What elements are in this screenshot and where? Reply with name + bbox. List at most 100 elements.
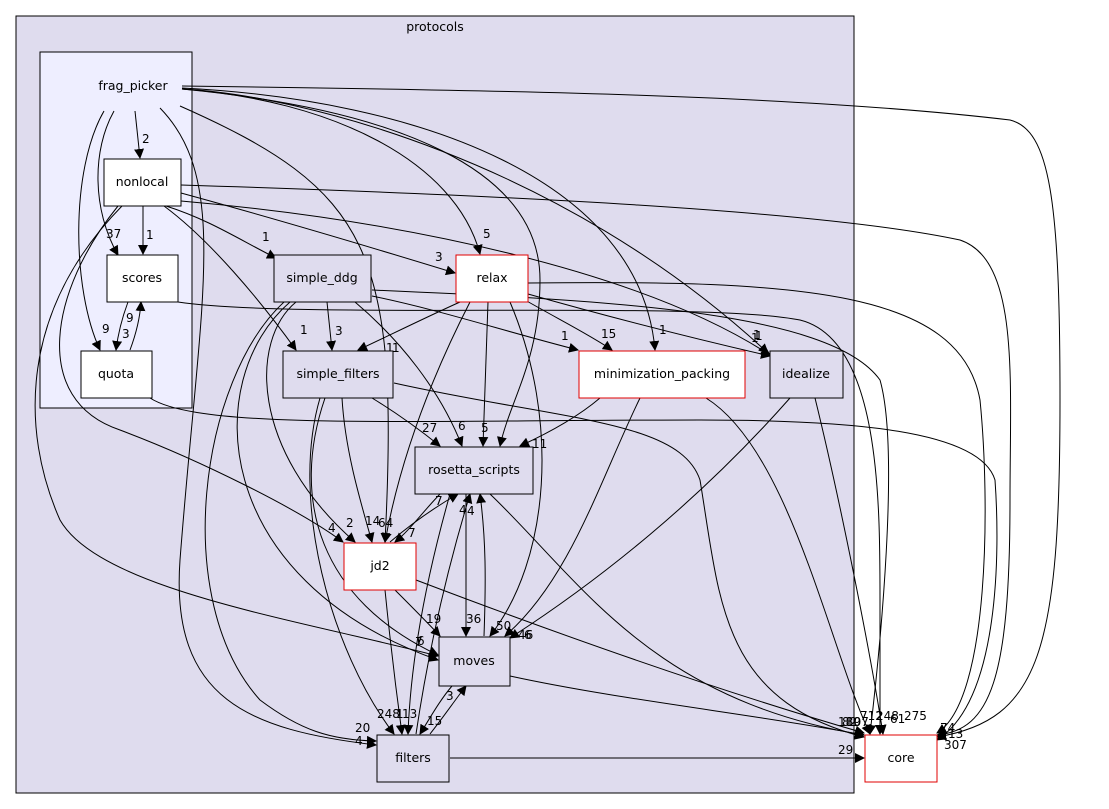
node-minimization-packing-label: minimization_packing <box>594 366 730 381</box>
node-core-box <box>864 734 938 783</box>
node-frag-picker-label: frag_picker <box>98 78 168 93</box>
edge-scores-core <box>177 301 885 735</box>
node-core[interactable]: core <box>864 734 938 783</box>
edge-relax-minpack <box>524 299 613 351</box>
edge-label: 4 <box>355 734 363 748</box>
edge-label: 7 <box>435 494 443 508</box>
edge-label: 1 <box>753 328 761 342</box>
edge-label: 15 <box>427 714 442 728</box>
node-scores-box <box>106 254 179 303</box>
edge-jd2-moves <box>394 589 441 637</box>
node-jd2-box <box>343 542 417 591</box>
edge-labels: 2 37 9 5 1 1 13 1 1 3 1 1 4 74 3 9 3 1 6… <box>102 132 967 757</box>
edge-label: 50 <box>496 619 511 633</box>
edge-label: 1 <box>396 707 404 721</box>
node-idealize[interactable]: idealize <box>769 350 844 399</box>
node-simple-filters-box <box>282 350 394 399</box>
edge-relax-core <box>527 282 986 734</box>
node-quota-box <box>80 350 153 399</box>
node-idealize-box <box>769 350 844 399</box>
node-moves-box <box>438 636 511 687</box>
edge-label: 2 <box>142 132 150 146</box>
edge-label: 11 <box>532 437 547 451</box>
edge-label: 2 <box>346 516 354 530</box>
edge-relax-moves <box>489 301 543 637</box>
edge-nl-idealize <box>180 200 771 356</box>
edge-jd2-core <box>415 579 865 736</box>
edge-label: 19 <box>426 612 441 626</box>
edge-sf-jd2 <box>341 397 375 543</box>
edge-mp-moves <box>504 397 641 637</box>
edge-label: 3 <box>335 324 343 338</box>
edge-fp-minpack <box>181 87 660 351</box>
edge-quota-scores <box>129 301 146 351</box>
edge-sf-filters <box>309 397 395 735</box>
edge-label: 712 <box>860 709 883 723</box>
edge-nl-simpleddg <box>165 205 277 259</box>
node-scores[interactable]: scores <box>106 254 179 303</box>
edge-mp-core <box>705 397 871 735</box>
edge-sddg-minpack <box>371 295 579 353</box>
edge-filters-moves <box>429 685 467 735</box>
edge-moves-filters <box>419 685 453 735</box>
edge-label: 3 <box>446 689 454 703</box>
edge-relax-rosetta <box>478 301 489 447</box>
edge-label: 36 <box>466 612 481 626</box>
edge-sddg-core <box>371 289 890 735</box>
node-rosetta-scripts-box <box>414 446 534 495</box>
node-minimization-packing[interactable]: minimization_packing <box>578 350 746 399</box>
edge-fp-quota <box>78 110 105 351</box>
edges <box>34 85 1061 763</box>
node-simple-filters-label: simple_filters <box>296 366 379 381</box>
node-moves-label: moves <box>453 653 494 668</box>
edge-label: 9 <box>126 311 134 325</box>
edge-label: 248 <box>377 707 400 721</box>
edge-label: 6 <box>458 419 466 433</box>
edge-label: 1 <box>561 329 569 343</box>
edge-label: 20 <box>355 721 370 735</box>
nodes: frag_picker nonlocal scores quota simple… <box>80 78 938 783</box>
edge-rs-core <box>489 493 865 739</box>
node-rosetta-scripts[interactable]: rosetta_scripts <box>414 446 534 495</box>
edge-label: 4 <box>459 503 467 517</box>
edge-label: 5 <box>481 421 489 435</box>
cluster-protocols-label: protocols <box>406 19 464 34</box>
node-rosetta-scripts-label: rosetta_scripts <box>428 462 520 477</box>
edge-label: 1 <box>300 323 308 337</box>
edge-scores-quota <box>112 301 129 351</box>
edge-label: 13 <box>948 727 963 741</box>
edge-label: 307 <box>944 738 967 752</box>
node-relax-box <box>455 254 529 303</box>
edge-label: 3 <box>122 327 130 341</box>
node-scores-label: scores <box>122 270 162 285</box>
edge-nl-simplefilters <box>163 205 297 351</box>
node-jd2[interactable]: jd2 <box>343 542 417 591</box>
edge-fp-scores <box>97 110 119 256</box>
edge-fp-jd2 <box>179 105 391 543</box>
node-filters[interactable]: filters <box>376 734 450 783</box>
edge-sddg-jd2 <box>266 301 356 543</box>
edge-nl-moves <box>34 205 439 659</box>
node-nonlocal[interactable]: nonlocal <box>103 158 182 207</box>
edge-label: 37 <box>106 227 121 241</box>
edge-sddg-rosetta <box>354 301 464 447</box>
node-relax[interactable]: relax <box>455 254 529 303</box>
node-simple-ddg[interactable]: simple_ddg <box>273 254 372 303</box>
node-moves[interactable]: moves <box>438 636 511 687</box>
node-simple-filters[interactable]: simple_filters <box>282 350 394 399</box>
edge-nl-relax <box>180 192 456 276</box>
node-quota[interactable]: quota <box>80 350 153 399</box>
edge-label: 1 <box>755 329 763 343</box>
edge-label: 6 <box>417 634 425 648</box>
edge-sf-core <box>393 382 865 740</box>
edge-label: 1 <box>146 228 154 242</box>
node-frag-picker[interactable]: frag_picker <box>98 78 168 93</box>
edge-filters-rosetta <box>415 493 473 735</box>
node-relax-label: relax <box>476 270 507 285</box>
edge-label: 27 <box>422 421 437 435</box>
node-filters-box <box>376 734 450 783</box>
edge-label: 7 <box>408 526 416 540</box>
edge-fp-rosetta <box>181 88 541 447</box>
edge-label: 6 <box>524 628 532 642</box>
